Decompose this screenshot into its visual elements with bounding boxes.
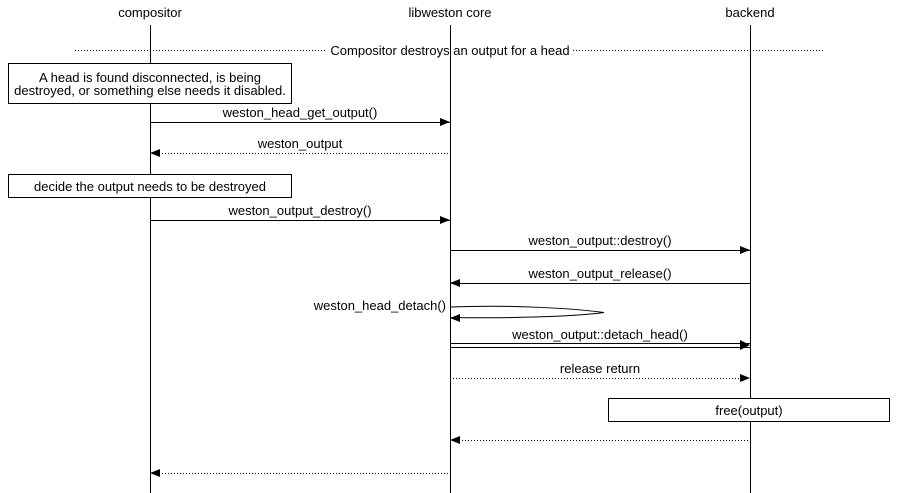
arrowhead-right-icon	[740, 246, 750, 254]
message-line	[150, 153, 450, 154]
message-line	[450, 250, 750, 251]
message-line	[450, 283, 750, 284]
participant-compositor: compositor	[118, 5, 182, 20]
message-line-double-top	[450, 343, 750, 344]
message-line-double-bottom	[450, 347, 750, 348]
arrowhead-left-icon	[450, 436, 460, 444]
message-label-weston-output-destroy: weston_output_destroy()	[228, 203, 372, 218]
message-line	[150, 220, 450, 221]
divider: Compositor destroys an output for a head	[75, 43, 825, 58]
participant-libweston-core: libweston core	[408, 5, 492, 20]
message-label-weston-head-get-output: weston_head_get_output()	[222, 105, 378, 120]
arrowhead-left-icon	[150, 469, 160, 477]
arrowhead-right-icon	[440, 118, 450, 126]
arrowhead-right-icon	[440, 216, 450, 224]
note-head-disconnected: A head is found disconnected, is being d…	[8, 63, 292, 104]
note-free-output: free(output)	[608, 398, 890, 422]
message-label-release-return: release return	[559, 361, 641, 376]
arrowhead-right-icon	[740, 340, 750, 350]
message-label-weston-output-detach-head: weston_output::detach_head()	[512, 327, 688, 342]
lifeline-libweston-core	[450, 25, 451, 493]
message-line	[150, 473, 450, 474]
self-message-loop	[450, 305, 605, 319]
arrowhead-left-icon	[450, 279, 460, 287]
message-line	[450, 440, 750, 441]
message-label-weston-output-release: weston_output_release()	[528, 266, 672, 281]
participant-backend: backend	[725, 5, 775, 20]
divider-title: Compositor destroys an output for a head	[327, 44, 573, 58]
arrowhead-left-icon	[450, 314, 460, 322]
message-line	[450, 378, 750, 379]
message-label-weston-output: weston_output	[257, 136, 343, 151]
message-label-weston-head-detach: weston_head_detach()	[313, 298, 446, 313]
arrowhead-right-icon	[740, 374, 750, 382]
message-label-weston-output-destroy-vfunc: weston_output::destroy()	[528, 233, 672, 248]
lifeline-backend	[750, 25, 751, 493]
lifeline-compositor	[150, 25, 151, 493]
arrowhead-left-icon	[150, 149, 160, 157]
message-line	[150, 122, 450, 123]
note-decide-destroy: decide the output needs to be destroyed	[8, 174, 292, 198]
